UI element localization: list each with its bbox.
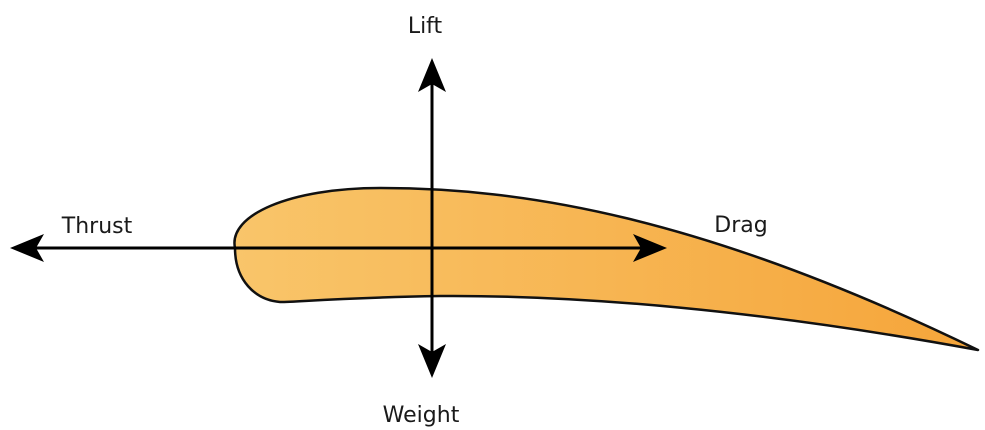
- airfoil: [233, 186, 980, 352]
- drag-label: Drag: [714, 213, 767, 238]
- weight-label: Weight: [383, 403, 460, 428]
- thrust-label: Thrust: [61, 214, 133, 239]
- weight-arrowhead: [418, 344, 446, 378]
- thrust-arrowhead: [10, 234, 44, 262]
- lift-arrowhead: [418, 58, 446, 92]
- drag-arrowhead: [633, 234, 667, 262]
- lift-label: Lift: [408, 14, 443, 39]
